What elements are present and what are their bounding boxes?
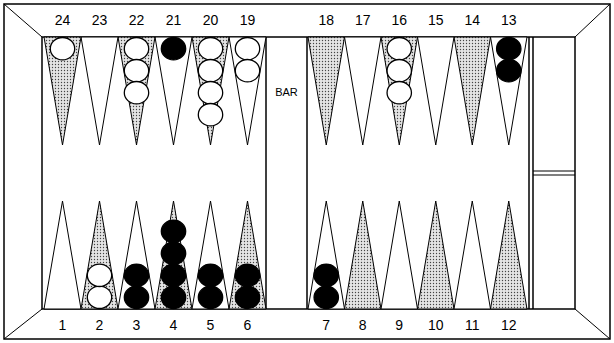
point-number: 11 <box>465 318 480 332</box>
bevel-line <box>4 4 42 37</box>
board-point <box>418 37 455 145</box>
point-number: 7 <box>322 318 330 332</box>
board-point <box>491 201 528 309</box>
bevel-line <box>575 4 610 37</box>
board-point <box>118 201 155 309</box>
board-point <box>118 37 155 145</box>
point-number: 4 <box>170 318 178 332</box>
board-point <box>155 37 192 145</box>
black-checker <box>161 220 185 242</box>
black-checker <box>235 286 259 308</box>
point-number: 9 <box>395 318 403 332</box>
black-checker <box>124 264 148 286</box>
board-point <box>155 201 192 309</box>
white-checker <box>87 286 111 308</box>
white-checker <box>198 38 222 60</box>
point-number: 18 <box>318 13 334 27</box>
white-checker <box>387 82 411 104</box>
board-point <box>229 201 266 309</box>
board-point <box>454 201 491 309</box>
white-checker <box>387 59 411 81</box>
white-checker <box>87 264 111 286</box>
board-point <box>308 201 345 309</box>
black-checker <box>198 286 222 308</box>
point-number: 15 <box>428 13 444 27</box>
point-number: 24 <box>55 13 71 27</box>
white-checker <box>387 38 411 60</box>
board-point <box>44 37 81 145</box>
white-checker <box>235 59 259 81</box>
board-point <box>454 37 491 145</box>
point-number: 21 <box>166 13 182 27</box>
black-checker <box>314 286 338 308</box>
point-number: 8 <box>359 318 367 332</box>
board-point <box>192 201 229 309</box>
point-number: 2 <box>96 318 104 332</box>
white-checker <box>50 38 74 60</box>
inner-frame <box>42 37 575 309</box>
tray-divider <box>533 171 575 172</box>
divider-line <box>306 37 308 309</box>
board-point <box>418 201 455 309</box>
bevel-line <box>575 309 610 339</box>
board-point <box>44 201 81 309</box>
white-checker <box>198 104 222 126</box>
point-number: 17 <box>355 13 371 27</box>
bevel-line <box>4 309 42 339</box>
divider-line <box>528 37 530 309</box>
black-checker <box>161 264 185 286</box>
black-checker <box>161 242 185 264</box>
white-checker <box>124 38 148 60</box>
point-number: 14 <box>464 13 480 27</box>
point-number: 1 <box>59 318 67 332</box>
point-number: 19 <box>240 13 256 27</box>
board-point <box>491 37 528 145</box>
board-point <box>381 37 418 145</box>
black-checker <box>198 264 222 286</box>
point-number: 6 <box>244 318 252 332</box>
point-number: 23 <box>92 13 108 27</box>
point-number: 12 <box>501 318 517 332</box>
white-checker <box>124 59 148 81</box>
board-point <box>192 37 229 145</box>
black-checker <box>161 286 185 308</box>
point-number: 10 <box>428 318 444 332</box>
board-frame <box>4 4 610 339</box>
point-number: 13 <box>501 13 517 27</box>
board-point <box>345 37 382 145</box>
bar-label: BAR <box>273 86 300 99</box>
board-point <box>308 37 345 145</box>
white-checker <box>198 82 222 104</box>
white-checker <box>124 82 148 104</box>
divider-line <box>265 37 267 309</box>
black-checker <box>124 286 148 308</box>
board-point <box>81 37 118 145</box>
board-point <box>345 201 382 309</box>
point-number: 22 <box>129 13 145 27</box>
outer-frame <box>4 4 610 339</box>
board-point <box>81 201 118 309</box>
black-checker <box>497 59 521 81</box>
white-checker <box>198 59 222 81</box>
board-point <box>229 37 266 145</box>
black-checker <box>497 38 521 60</box>
divider-line <box>532 37 534 309</box>
point-number: 16 <box>391 13 407 27</box>
black-checker <box>314 264 338 286</box>
board-point <box>381 201 418 309</box>
white-checker <box>235 38 259 60</box>
black-checker <box>161 38 185 60</box>
point-number: 5 <box>207 318 215 332</box>
point-number: 3 <box>133 318 141 332</box>
point-number: 20 <box>203 13 219 27</box>
black-checker <box>235 264 259 286</box>
tray-divider <box>533 175 575 176</box>
